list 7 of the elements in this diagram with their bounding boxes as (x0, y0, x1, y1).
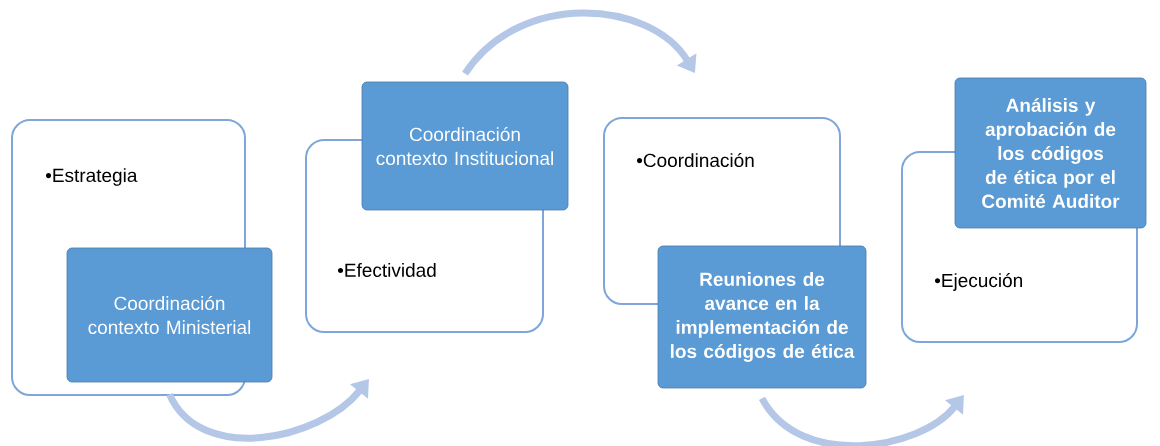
curved-arrow (462, 9, 697, 76)
process-box: Coordinación contexto Institucional (361, 81, 569, 211)
curved-arrow (759, 395, 964, 446)
process-box: Coordinación contexto Ministerial (66, 247, 273, 383)
process-box: Análisis y aprobación de los códigos de ética por el Comité Auditor (954, 77, 1147, 229)
process-box: Reuniones de avance en la implementación de los códigos de ética (657, 245, 867, 389)
curved-arrow (166, 379, 369, 442)
